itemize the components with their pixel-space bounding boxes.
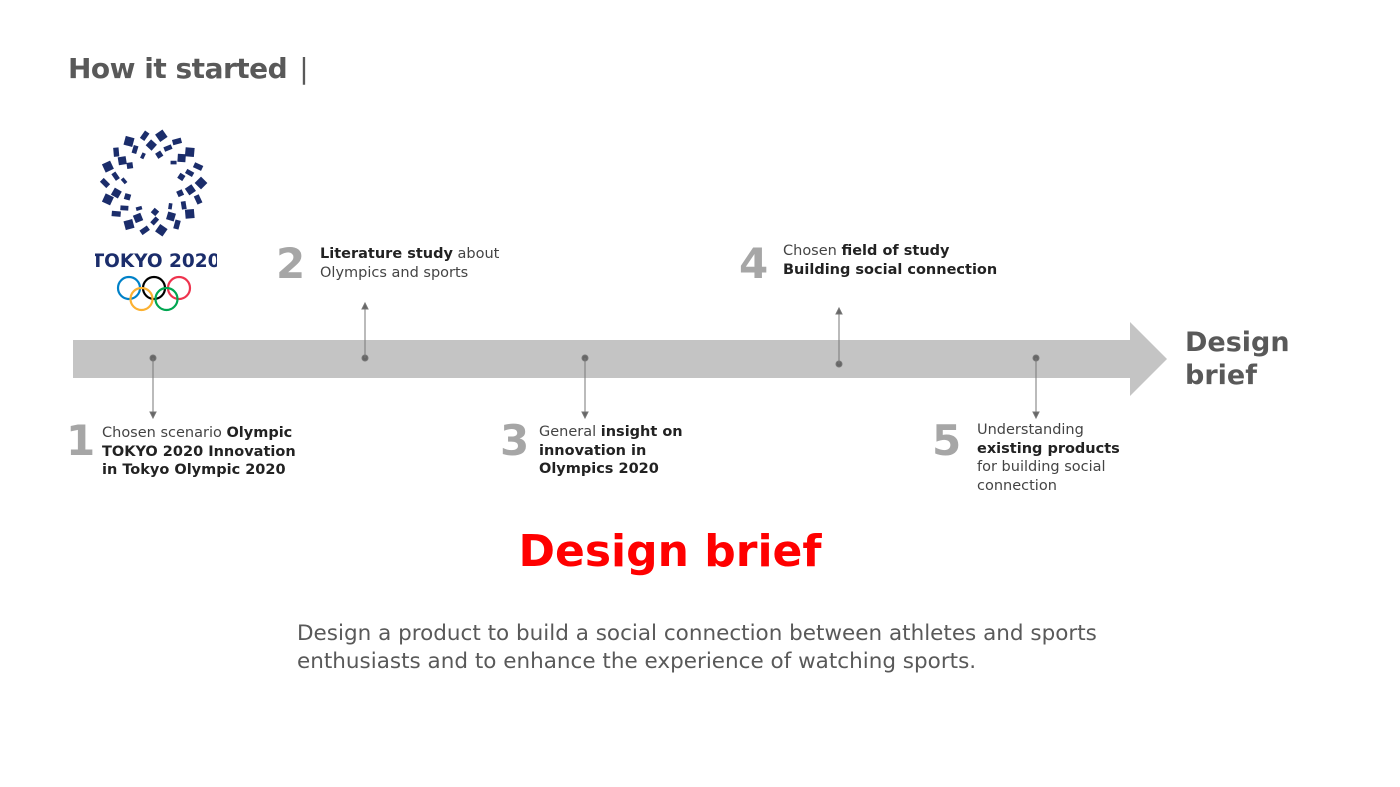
emblem-square: [113, 147, 120, 157]
emblem-square: [140, 152, 146, 160]
step-5-text: Understanding existing products for buil…: [977, 422, 1120, 494]
olympic-rings-icon: [116, 275, 192, 312]
step-5-connector: [1032, 354, 1040, 420]
emblem-square: [184, 184, 196, 196]
step-3-number: 3: [500, 416, 530, 465]
emblem-square: [123, 193, 132, 201]
design-brief-heading: Design brief: [518, 526, 822, 577]
emblem-square: [111, 171, 120, 181]
emblem-square: [139, 130, 150, 141]
tokyo-2020-logo: TOKYO 2020: [95, 129, 217, 312]
emblem-icon: [99, 129, 208, 237]
design-brief-text: Design a product to build a social conne…: [297, 621, 1097, 674]
step-4-number: 4: [739, 239, 769, 288]
emblem-square: [135, 205, 143, 211]
title-separator: |: [299, 52, 309, 85]
emblem-square: [131, 145, 139, 155]
step-5-number: 5: [932, 416, 962, 465]
emblem-square: [184, 208, 195, 219]
emblem-square: [126, 162, 134, 169]
step-3-text: General insight on innovation in Olympic…: [539, 424, 683, 477]
emblem-square: [101, 193, 114, 206]
emblem-square: [192, 162, 204, 171]
emblem-square: [184, 168, 195, 177]
emblem-square: [173, 219, 181, 230]
step-4-connector: [835, 306, 843, 368]
step-2-text: Literature study about Olympics and spor…: [320, 246, 500, 281]
step-1-number: 1: [66, 416, 96, 465]
step-2-number: 2: [276, 239, 306, 288]
emblem-square: [120, 205, 129, 211]
emblem-square: [171, 137, 183, 146]
emblem-square: [155, 150, 164, 159]
step-2-connector: [361, 301, 369, 362]
emblem-square: [123, 135, 135, 147]
emblem-square: [168, 203, 173, 210]
emblem-square: [145, 139, 157, 151]
arrow-shape: [73, 322, 1167, 396]
emblem-square: [177, 153, 186, 163]
emblem-square: [132, 212, 144, 224]
emblem-square: [155, 224, 168, 237]
emblem-square: [123, 219, 135, 231]
emblem-square: [184, 147, 195, 158]
step-1-text: Chosen scenario Olympic TOKYO 2020 Innov…: [102, 425, 296, 478]
emblem-square: [150, 207, 160, 217]
emblem-square: [117, 156, 127, 166]
arrow-end-label: Design brief: [1185, 327, 1290, 391]
page-title: How it started |: [68, 52, 309, 85]
emblem-square: [139, 225, 150, 236]
emblem-square: [155, 129, 168, 142]
emblem-square: [180, 201, 187, 210]
emblem-square: [177, 172, 186, 182]
title-text: How it started: [68, 52, 288, 85]
emblem-square: [110, 187, 122, 199]
step-3-connector: [581, 354, 589, 420]
emblem-square: [99, 177, 111, 189]
step-4-text: Chosen field of study Building social co…: [783, 243, 998, 278]
emblem-square: [163, 144, 173, 152]
emblem-square: [170, 160, 177, 165]
emblem-square: [101, 160, 114, 173]
emblem-square: [120, 177, 128, 185]
emblem-square: [111, 210, 121, 217]
emblem-square: [176, 189, 185, 198]
emblem-square: [150, 216, 160, 226]
step-1-connector: [149, 354, 157, 420]
emblem-square: [194, 176, 208, 190]
emblem-square: [166, 211, 176, 222]
emblem-square: [193, 194, 203, 205]
logo-text: TOKYO 2020: [95, 251, 217, 272]
